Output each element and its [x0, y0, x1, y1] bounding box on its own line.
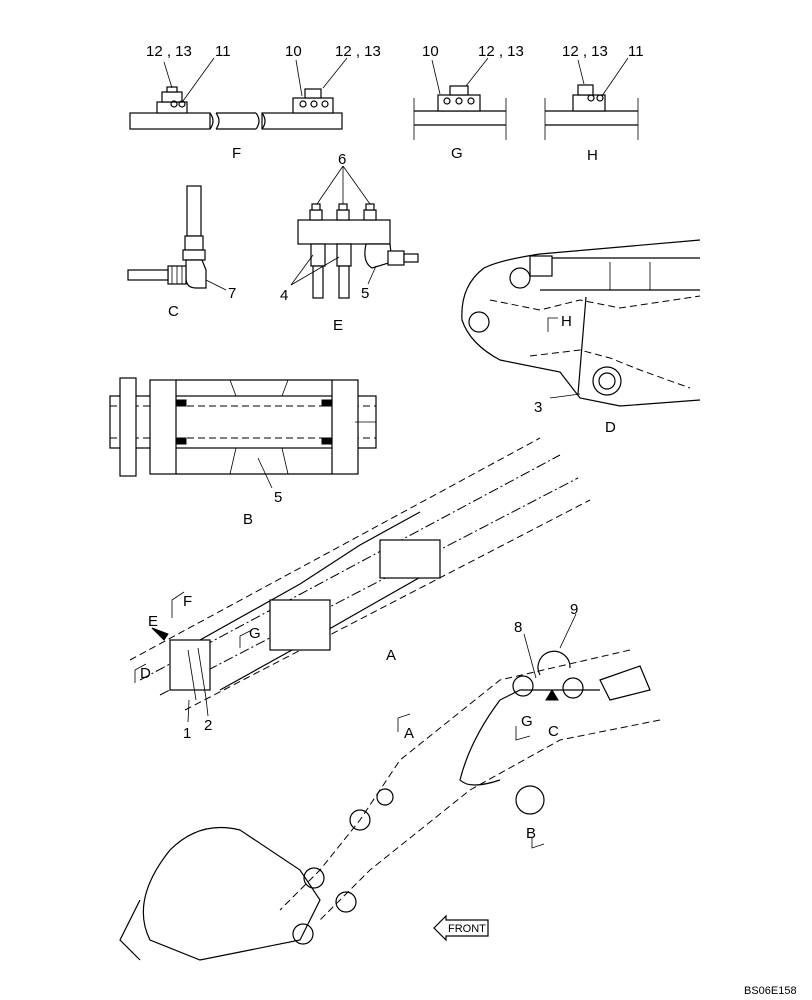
callout-10: 10 — [422, 43, 439, 60]
section-mark-c: C — [548, 723, 559, 740]
view-label-c: C — [168, 303, 179, 320]
callout-12-13: 12 , 13 — [562, 43, 608, 60]
view-label-a: A — [386, 647, 396, 664]
view-c: 7 C — [127, 185, 236, 320]
section-mark-b: B — [526, 825, 536, 842]
view-label-g: G — [451, 145, 463, 162]
view-f: 12 , 13 11 10 12 , 13 F — [129, 43, 381, 162]
front-direction-arrow: FRONT — [433, 914, 489, 942]
callout-10: 10 — [285, 43, 302, 60]
arm-assembly: 8 9 A G C B — [119, 601, 661, 961]
callout-4: 4 — [280, 287, 288, 304]
view-label-d: D — [605, 419, 616, 436]
view-label-e: E — [333, 317, 343, 334]
callout-12-13: 12 , 13 — [335, 43, 381, 60]
callout-12-13: 12 , 13 — [146, 43, 192, 60]
section-mark-h: H — [561, 313, 572, 330]
section-mark-g: G — [521, 713, 533, 730]
callout-2: 2 — [204, 717, 212, 734]
view-label-f: F — [232, 145, 241, 162]
view-label-b: B — [243, 511, 253, 528]
view-g: 10 12 , 13 G — [413, 43, 524, 162]
section-mark-f: F — [183, 593, 192, 610]
callout-5: 5 — [274, 489, 282, 506]
section-mark-g: G — [249, 625, 261, 642]
callout-12-13: 12 , 13 — [478, 43, 524, 60]
callout-7: 7 — [228, 285, 236, 302]
view-e: 6 4 5 E — [280, 151, 419, 334]
callout-11: 11 — [628, 43, 644, 60]
callout-6: 6 — [338, 151, 346, 168]
view-d: H 3 D — [461, 239, 701, 436]
view-h: 12 , 13 11 H — [544, 43, 644, 164]
drawing-code: BS06E158 — [744, 985, 797, 997]
section-mark-a: A — [404, 725, 414, 742]
callout-1: 1 — [183, 725, 191, 742]
view-label-h: H — [587, 147, 598, 164]
section-mark-e: E — [148, 613, 158, 630]
view-b: 5 B — [109, 377, 377, 528]
callout-11: 11 — [215, 43, 231, 60]
callout-3: 3 — [534, 399, 542, 416]
front-label: FRONT — [448, 923, 486, 935]
section-mark-d: D — [140, 665, 151, 682]
view-a: F E G D 1 2 A — [129, 437, 591, 742]
callout-9: 9 — [570, 601, 578, 618]
callout-8: 8 — [514, 619, 522, 636]
callout-5: 5 — [361, 285, 369, 302]
